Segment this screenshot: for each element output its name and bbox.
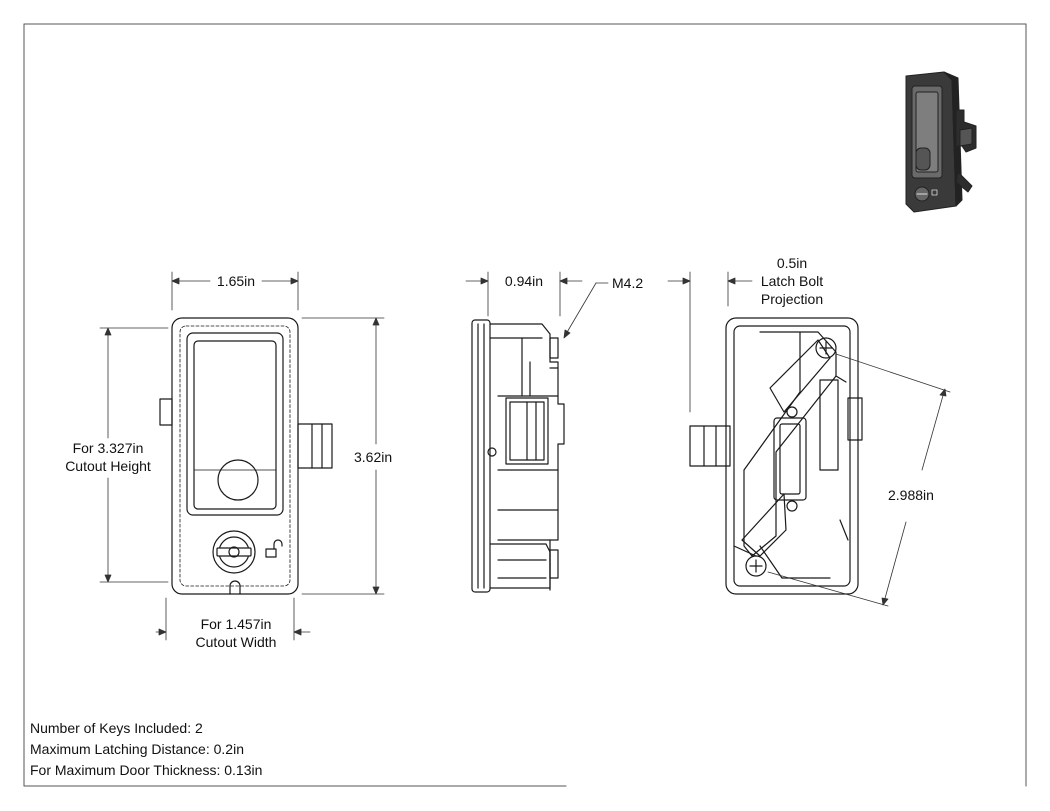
cutout-width-label-line2: Cutout Width — [195, 634, 277, 650]
phillips-screw-icon — [815, 337, 837, 359]
side-view — [471, 319, 565, 593]
bolt-projection-label-line3: Projection — [760, 291, 824, 307]
cutout-height-label-line2: Cutout Height — [65, 458, 151, 474]
cutout-height-dimension: For 3.327in Cutout Height — [48, 439, 168, 475]
cutout-width-dimension: For 1.457in Cutout Width — [176, 615, 296, 651]
spec-latching-distance: Maximum Latching Distance: 0.2in — [30, 741, 244, 757]
bolt-projection-label-line2: Latch Bolt — [760, 273, 824, 289]
overall-height-dimension: 3.62in — [354, 449, 393, 465]
front-view — [159, 317, 333, 595]
screw-size-callout: M4.2 — [612, 275, 644, 291]
spec-door-thickness: For Maximum Door Thickness: 0.13in — [30, 762, 263, 778]
unlock-icon — [265, 539, 283, 558]
bolt-projection-label-line1: 0.5in — [776, 255, 808, 271]
screw-spacing-dimension: 2.988in — [888, 487, 934, 503]
back-view — [689, 317, 863, 595]
spec-notes: Number of Keys Included: 2 Maximum Latch… — [30, 718, 262, 781]
side-dimensions — [465, 271, 609, 339]
side-depth-dimension: 0.94in — [504, 273, 544, 289]
cutout-height-label-line1: For 3.327in — [72, 440, 144, 456]
cutout-width-label-line1: For 1.457in — [200, 616, 272, 632]
phillips-screw-icon — [745, 555, 767, 577]
key-slot-icon — [212, 530, 256, 574]
isometric-thumbnail — [905, 71, 977, 213]
sheet-border — [23, 23, 1027, 787]
back-dimensions — [667, 271, 951, 607]
front-dimensions — [99, 271, 385, 641]
bolt-projection-dimension: 0.5in Latch Bolt Projection — [732, 254, 852, 308]
front-width-dimension: 1.65in — [216, 273, 256, 289]
spec-keys: Number of Keys Included: 2 — [30, 720, 203, 736]
